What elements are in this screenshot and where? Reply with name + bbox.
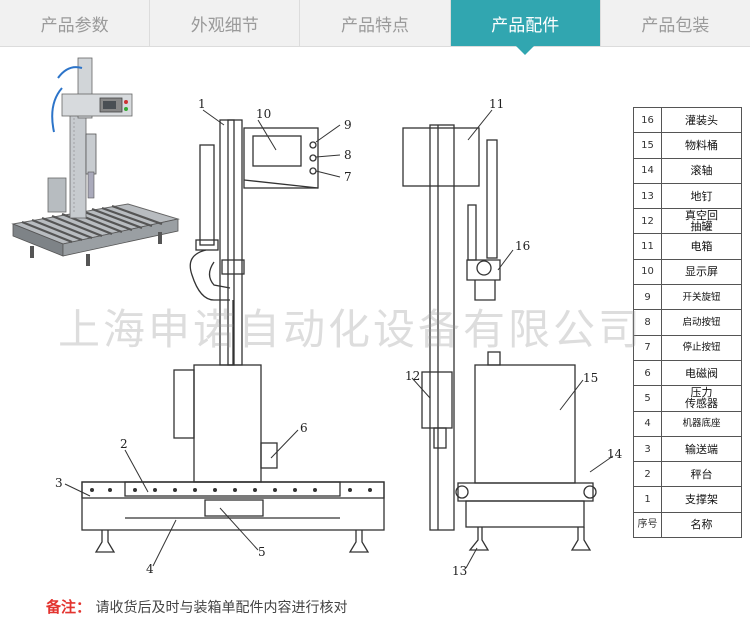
- label-1: 1: [198, 97, 206, 111]
- legend-row-name: 压力传感器: [661, 385, 742, 412]
- label-12: 12: [405, 369, 420, 383]
- tab-bar: 产品参数 外观细节 产品特点 产品配件 产品包装: [0, 0, 750, 55]
- tab-product-params[interactable]: 产品参数: [0, 0, 151, 46]
- label-5: 5: [258, 545, 266, 559]
- label-3: 3: [55, 476, 63, 490]
- label-15: 15: [583, 371, 598, 385]
- legend-row-name: 物料桶: [661, 132, 742, 159]
- legend-row-name: 支撑架: [661, 486, 742, 513]
- product-photo: [11, 57, 180, 266]
- legend-row-number: 8: [633, 309, 662, 336]
- legend-row-name: 灌装头: [661, 106, 742, 134]
- technical-drawing: 1 10 9 8 7 6 2 3 4 5 11 12 16 15 14 13: [55, 97, 623, 578]
- label-13: 13: [452, 564, 467, 578]
- legend-header-name: 名称: [661, 511, 742, 539]
- label-16: 16: [515, 239, 530, 253]
- label-7: 7: [344, 170, 352, 184]
- legend-row-name: 机器底座: [661, 410, 742, 437]
- note: 备注： 请收货后及时与装箱单配件内容进行核对: [46, 596, 347, 617]
- note-label: 备注：: [46, 598, 92, 616]
- label-8: 8: [344, 148, 352, 162]
- legend-row-number: 4: [633, 410, 662, 437]
- legend-row-number: 3: [633, 435, 662, 463]
- legend-row-number: 15: [633, 132, 662, 159]
- legend-header-number: 序号: [633, 511, 662, 539]
- label-11: 11: [489, 97, 504, 111]
- legend-row-number: 10: [633, 258, 662, 286]
- tab-product-packaging[interactable]: 产品包装: [641, 15, 710, 36]
- legend-header-row: 序号名称: [633, 511, 742, 539]
- label-4: 4: [146, 562, 154, 576]
- note-text: 请收货后及时与装箱单配件内容进行核对: [95, 600, 348, 616]
- legend-row-name: 显示屏: [661, 258, 742, 286]
- tab-product-accessories[interactable]: 产品配件: [450, 0, 601, 55]
- legend-row-number: 7: [633, 334, 662, 361]
- legend-row-name-line1: 压力: [690, 386, 713, 400]
- legend-row-number: 13: [633, 182, 662, 210]
- legend-row-number: 14: [633, 157, 662, 184]
- legend-row-number: 5: [633, 385, 662, 412]
- label-6: 6: [300, 421, 308, 435]
- legend-row-number: 12: [633, 208, 662, 235]
- legend-row-name: 开关旋钮: [661, 284, 742, 311]
- legend-row-name: 电箱: [661, 233, 742, 260]
- legend-row-name: 启动按钮: [661, 309, 742, 336]
- legend-row-number: 2: [633, 461, 662, 488]
- legend-row-name: 滚轴: [661, 157, 742, 184]
- tab-product-features[interactable]: 产品特点: [300, 0, 451, 46]
- label-10: 10: [256, 107, 271, 121]
- label-14: 14: [607, 447, 623, 461]
- legend-row-number: 6: [633, 359, 662, 387]
- legend-row-number: 11: [633, 233, 662, 260]
- legend-row-number: 16: [633, 106, 662, 134]
- legend-row-name: 电磁阀: [661, 359, 742, 387]
- legend-row-number: 9: [633, 284, 662, 311]
- legend-row-name-line1: 真空回: [685, 209, 718, 223]
- label-2: 2: [120, 437, 128, 451]
- label-9: 9: [344, 118, 352, 132]
- legend-row-name-line2: 抽罐: [690, 220, 713, 234]
- legend-row-name: 真空回抽罐: [661, 208, 742, 235]
- legend-row-name: 停止按钮: [661, 334, 742, 361]
- legend-row-name: 地钉: [661, 182, 742, 210]
- legend-row-name-line2: 传感器: [685, 397, 718, 411]
- legend-row-name: 输送端: [661, 435, 742, 463]
- legend-row-name: 秤台: [661, 461, 742, 488]
- legend-row-number: 1: [633, 486, 662, 513]
- tab-appearance-details[interactable]: 外观细节: [150, 0, 301, 46]
